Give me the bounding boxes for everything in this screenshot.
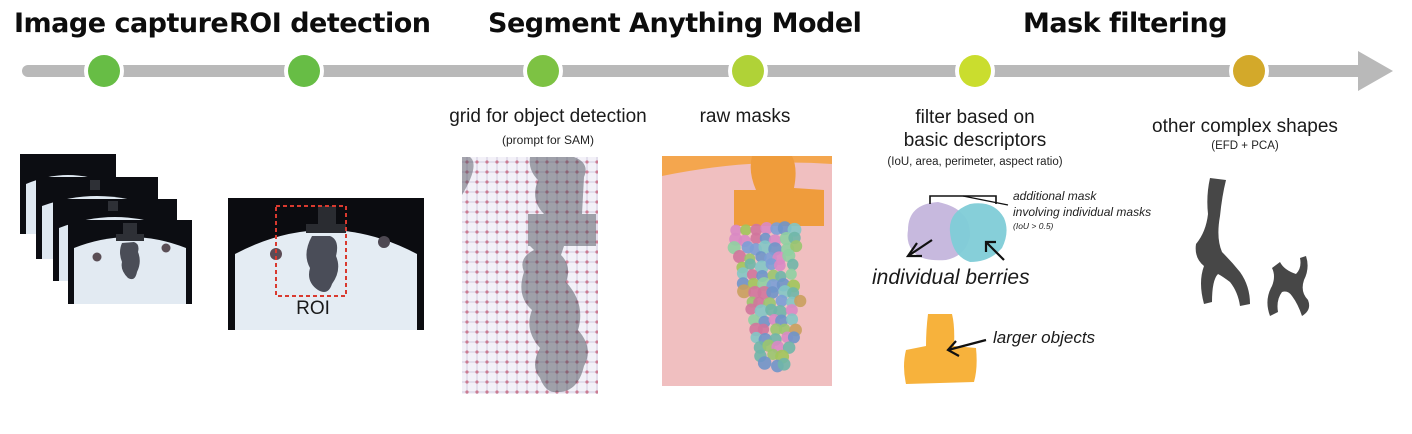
larger-arrow	[947, 338, 987, 352]
berry-mask	[766, 286, 779, 299]
berry-arrow-right	[985, 241, 1005, 261]
berry-mask	[774, 259, 786, 272]
berry-mask	[787, 258, 799, 271]
berry-mask	[760, 222, 773, 235]
berry-mask	[787, 331, 800, 344]
complex-shape-2	[1267, 256, 1310, 316]
larger-object-mask	[904, 314, 977, 384]
berry-mask	[740, 224, 752, 236]
berry-mask	[737, 284, 752, 299]
capture-frame-4	[68, 220, 192, 304]
berry-mask	[754, 304, 769, 319]
berry-mask	[746, 269, 758, 281]
berry-mask	[744, 258, 756, 270]
berry-mask	[787, 287, 800, 300]
filter-title: filter based on basic descriptors	[860, 106, 1090, 152]
berry-mask	[758, 240, 772, 254]
berry-mask	[750, 223, 763, 236]
complex-title: other complex shapes	[1152, 116, 1338, 137]
filter-title-line2: basic descriptors	[903, 130, 1047, 151]
berry-mask	[782, 341, 796, 354]
stage-title-sam: Segment Anything Model	[488, 8, 862, 39]
berry-mask	[748, 285, 762, 300]
berry-mask	[745, 303, 757, 315]
stage-title-mask-filtering: Mask filtering	[1023, 8, 1228, 39]
cap-mask	[734, 156, 824, 226]
berry-mask	[786, 313, 799, 326]
berry-mask	[775, 294, 788, 307]
berry-mask	[794, 294, 807, 308]
grid-subtitle: (prompt for SAM)	[501, 133, 594, 147]
larger-objects-label: larger objects	[993, 328, 1096, 347]
berry-mask	[755, 251, 767, 263]
stage-title-roi-detection: ROI detection	[229, 8, 431, 39]
complex-shape-1	[1195, 178, 1250, 306]
complex-subtitle: (EFD + PCA)	[1211, 140, 1279, 152]
berry-mask	[757, 356, 772, 370]
roi-label: ROI	[296, 298, 330, 319]
berry-mask	[730, 224, 742, 236]
berry-mask	[785, 304, 798, 317]
stage-title-image-capture: Image capture	[14, 8, 229, 39]
berry-mask	[785, 268, 797, 280]
berry-mask	[770, 323, 783, 336]
berries-label: individual berries	[872, 266, 1030, 289]
annotation-line3: (IoU > 0.5)	[1013, 221, 1054, 231]
berry-mask	[790, 240, 803, 253]
filter-title-line1: filter based on	[915, 107, 1035, 128]
annotation-line2: involving individual masks	[1013, 205, 1152, 219]
grid-title: grid for object detection	[449, 106, 647, 127]
berry-mask	[733, 250, 747, 264]
berry-mask	[777, 357, 791, 371]
berry-masks	[727, 221, 807, 373]
filter-subtitle: (IoU, area, perimeter, aspect ratio)	[887, 156, 1063, 168]
roi-box	[275, 205, 347, 297]
berry-mask	[750, 232, 762, 245]
annotation-line1: additional mask	[1013, 189, 1097, 203]
raw-masks-title: raw masks	[699, 106, 791, 127]
berry-mask	[757, 323, 770, 336]
berry-mask	[736, 267, 750, 280]
berry-arrow-left	[907, 239, 933, 257]
